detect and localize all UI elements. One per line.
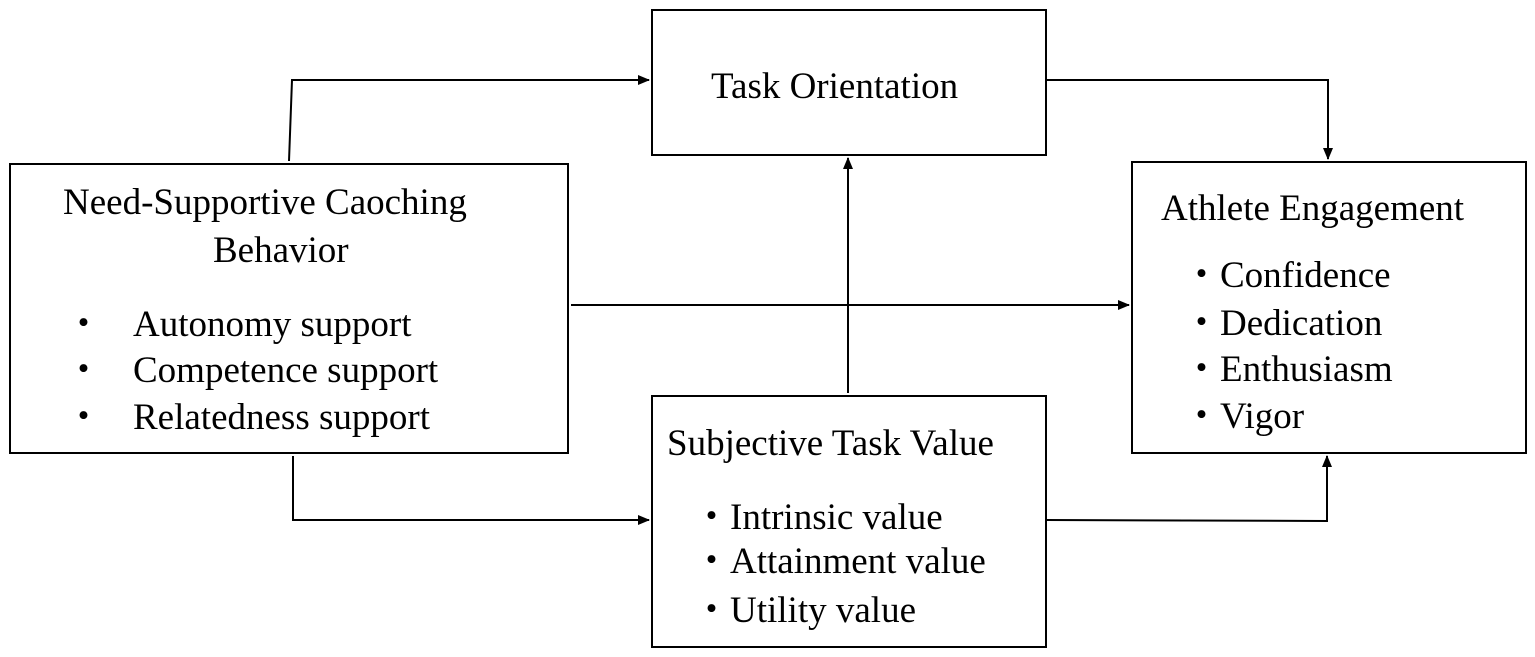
task-value-item-label: Attainment value: [730, 541, 986, 582]
bullet-icon: ・: [65, 397, 102, 438]
task-value-item-utility: ・Utility value: [693, 591, 916, 631]
engagement-item-vigor: ・Vigor: [1183, 397, 1304, 437]
engagement-item-enthusiasm: ・Enthusiasm: [1183, 350, 1393, 390]
engagement-item-dedication: ・Dedication: [1183, 304, 1382, 344]
task-orientation-title: Task Orientation: [711, 66, 959, 107]
arrow-coaching-to-task-orientation: [288, 75, 650, 162]
arrow-task-orientation-to-engagement: [1047, 79, 1333, 160]
engagement-item-label: Vigor: [1220, 396, 1305, 437]
coaching-item-competence: Competence support: [133, 350, 439, 391]
coaching-behavior-title-line2: Behavior: [213, 230, 349, 271]
task-value-item-attainment: ・Attainment value: [693, 542, 986, 582]
bullet-icon: ・: [1183, 255, 1220, 296]
bullet-icon: ・: [693, 541, 730, 582]
bullet-icon: ・: [693, 497, 730, 538]
engagement-item-label: Dedication: [1220, 303, 1383, 344]
bullet-icon: ・: [1183, 396, 1220, 437]
bullet-icon: ・: [693, 590, 730, 631]
engagement-item-confidence: ・Confidence: [1183, 256, 1391, 296]
bullet-icon: ・: [65, 304, 102, 345]
list-item: ・: [65, 351, 102, 391]
engagement-item-label: Confidence: [1220, 255, 1391, 296]
list-item: ・: [65, 398, 102, 438]
engagement-item-label: Enthusiasm: [1220, 349, 1393, 390]
subjective-task-value-title: Subjective Task Value: [667, 423, 994, 464]
coaching-item-relatedness: Relatedness support: [133, 397, 430, 438]
task-orientation-box: Task Orientation: [651, 9, 1047, 156]
athlete-engagement-box: Athlete Engagement ・Confidence ・Dedicati…: [1131, 161, 1527, 454]
arrow-task-value-to-engagement: [1046, 455, 1332, 523]
arrow-coaching-to-task-value: [292, 456, 650, 525]
list-item: ・: [65, 305, 102, 345]
task-value-item-intrinsic: ・Intrinsic value: [693, 498, 943, 538]
task-value-item-label: Utility value: [730, 590, 916, 631]
bullet-icon: ・: [1183, 303, 1220, 344]
bullet-icon: ・: [1183, 349, 1220, 390]
subjective-task-value-box: Subjective Task Value ・Intrinsic value ・…: [651, 395, 1047, 648]
task-value-item-label: Intrinsic value: [730, 497, 943, 538]
coaching-item-autonomy: Autonomy support: [133, 304, 412, 345]
coaching-behavior-box: Need-Supportive Caoching Behavior ・ Auto…: [9, 163, 569, 454]
coaching-behavior-title-line1: Need-Supportive Caoching: [63, 182, 467, 223]
athlete-engagement-title: Athlete Engagement: [1161, 188, 1465, 229]
bullet-icon: ・: [65, 350, 102, 391]
